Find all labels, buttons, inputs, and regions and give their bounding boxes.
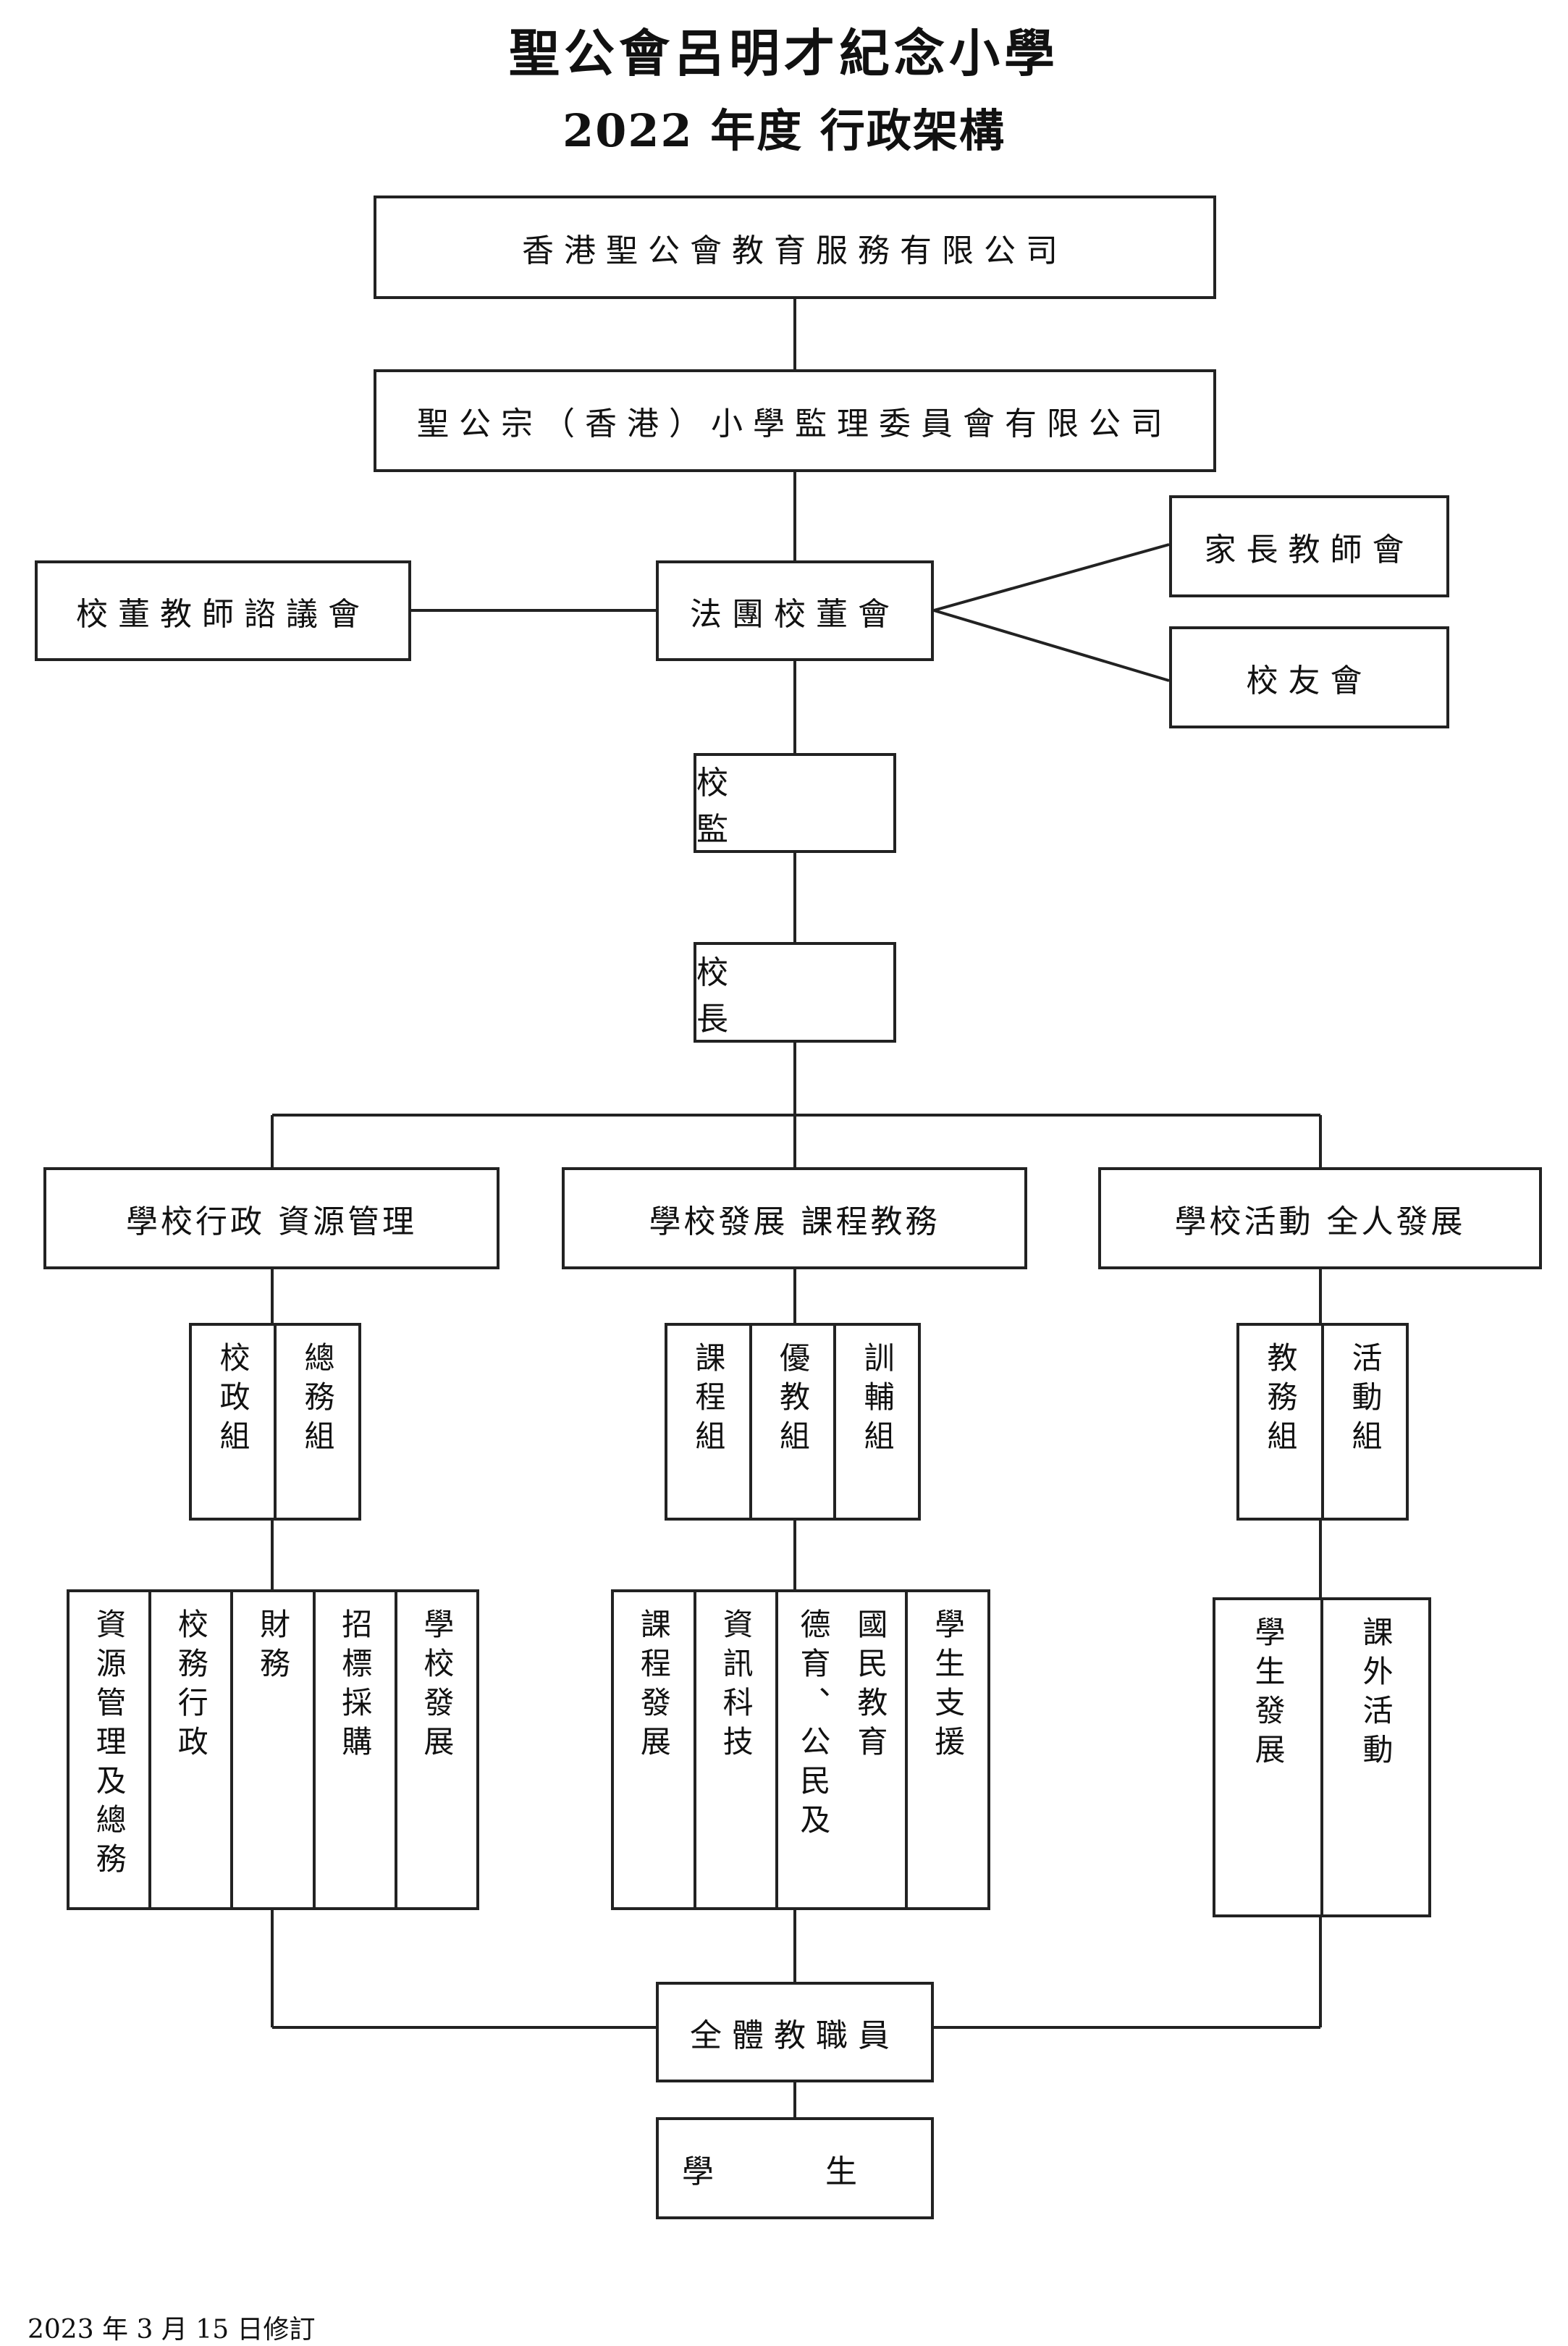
unit-label: 財務 — [255, 1608, 291, 1686]
activities-groups: 教務組 活動組 — [1236, 1323, 1409, 1521]
supervisor-label: 校 監 — [696, 765, 779, 848]
pta-box: 家長教師會 — [1169, 495, 1449, 597]
admin-units: 資源管理及總務 校務行政 財務 招標採購 學校發展 — [67, 1589, 479, 1910]
unit-cell: 資訊科技 — [693, 1592, 776, 1907]
unit-cell: 學生支援 — [905, 1592, 987, 1907]
unit-cell: 課程發展 — [614, 1592, 694, 1907]
group-label: 活動組 — [1347, 1342, 1383, 1459]
division-activities-title: 學校活動 全人發展 — [1174, 1203, 1466, 1240]
unit-label: 資訊科技 — [718, 1608, 754, 1765]
admin-groups: 校政組 總務組 — [189, 1323, 361, 1521]
incorporated-body-label: 法團校董會 — [690, 595, 900, 633]
group-cell: 活動組 — [1321, 1326, 1406, 1518]
group-cell: 教務組 — [1239, 1326, 1321, 1518]
unit-cell: 課外活動 — [1320, 1600, 1428, 1914]
group-label: 教務組 — [1263, 1342, 1298, 1459]
division-curriculum-title: 學校發展 課程教務 — [649, 1203, 940, 1240]
supervisor-box: 校 監 — [694, 753, 896, 853]
revision-note: 2023 年 3 月 15 日修訂 — [28, 2315, 316, 2345]
unit-label: 課程發展 — [636, 1608, 672, 1765]
unit-cell: 校務行政 — [148, 1592, 230, 1907]
group-cell: 課程組 — [667, 1326, 749, 1518]
activities-units: 學生發展 課外活動 — [1213, 1597, 1431, 1917]
group-label: 優教組 — [775, 1342, 811, 1459]
alumni-label: 校友會 — [1246, 662, 1373, 699]
unit-label: 學校發展 — [418, 1608, 455, 1765]
group-cell: 校政組 — [192, 1326, 274, 1518]
sponsor-label: 香港聖公會教育服務有限公司 — [522, 232, 1068, 269]
line-board-to-pta — [933, 543, 1170, 612]
supervisory-committee-box: 聖公宗（香港）小學監理委員會有限公司 — [374, 369, 1216, 472]
unit-label: 課外活動 — [1358, 1616, 1394, 1773]
group-cell: 總務組 — [274, 1326, 358, 1518]
school-name: 聖公會呂明才紀念小學 — [509, 23, 1059, 83]
all-staff-label: 全體教職員 — [690, 2017, 900, 2054]
principal-label: 校 長 — [696, 954, 779, 1038]
unit-cell: 財務 — [230, 1592, 312, 1907]
supervisory-committee-label: 聖公宗（香港）小學監理委員會有限公司 — [417, 405, 1173, 442]
unit-label: 學生發展 — [1250, 1616, 1286, 1773]
group-cell: 訓輔組 — [833, 1326, 918, 1518]
pta-label: 家長教師會 — [1204, 531, 1415, 568]
students-box: 學 生 — [656, 2117, 934, 2219]
unit-label: 招標採購 — [337, 1608, 373, 1765]
advisory-council-box: 校董教師諮議會 — [35, 560, 411, 661]
unit-label: 德育、公民及 — [795, 1608, 831, 1843]
curriculum-units: 課程發展 資訊科技 德育、公民及 國民教育 學生支援 — [611, 1589, 990, 1910]
division-activities-box: 學校活動 全人發展 — [1098, 1167, 1542, 1269]
group-label: 總務組 — [300, 1342, 335, 1459]
group-label: 校政組 — [215, 1342, 250, 1459]
unit-cell: 資源管理及總務 — [69, 1592, 148, 1907]
alumni-box: 校友會 — [1169, 626, 1449, 728]
division-curriculum-box: 學校發展 課程教務 — [562, 1167, 1027, 1269]
unit-label: 國民教育 — [852, 1608, 888, 1765]
group-cell: 優教組 — [749, 1326, 834, 1518]
students-label: 學 生 — [682, 2153, 908, 2190]
sponsor-box: 香港聖公會教育服務有限公司 — [374, 196, 1216, 299]
chart-subtitle: 2022 年度 行政架構 — [562, 104, 1006, 157]
all-staff-box: 全體教職員 — [656, 1982, 934, 2082]
unit-cell: 招標採購 — [312, 1592, 395, 1907]
incorporated-body-box: 法團校董會 — [656, 560, 934, 661]
advisory-council-label: 校董教師諮議會 — [76, 595, 370, 633]
curriculum-groups: 課程組 優教組 訓輔組 — [665, 1323, 921, 1521]
unit-label: 資源管理及總務 — [91, 1608, 127, 1882]
principal-box: 校 長 — [694, 942, 896, 1043]
division-admin-title: 學校行政 資源管理 — [126, 1203, 417, 1240]
group-label: 訓輔組 — [859, 1342, 895, 1459]
line-board-to-alumni — [933, 609, 1170, 682]
unit-label: 校務行政 — [173, 1608, 209, 1765]
unit-cell: 德育、公民及 國民教育 — [775, 1592, 905, 1907]
unit-cell: 學生發展 — [1215, 1600, 1320, 1914]
unit-label: 學生支援 — [930, 1608, 966, 1765]
division-admin-box: 學校行政 資源管理 — [43, 1167, 500, 1269]
group-label: 課程組 — [690, 1342, 726, 1459]
unit-cell: 學校發展 — [394, 1592, 476, 1907]
